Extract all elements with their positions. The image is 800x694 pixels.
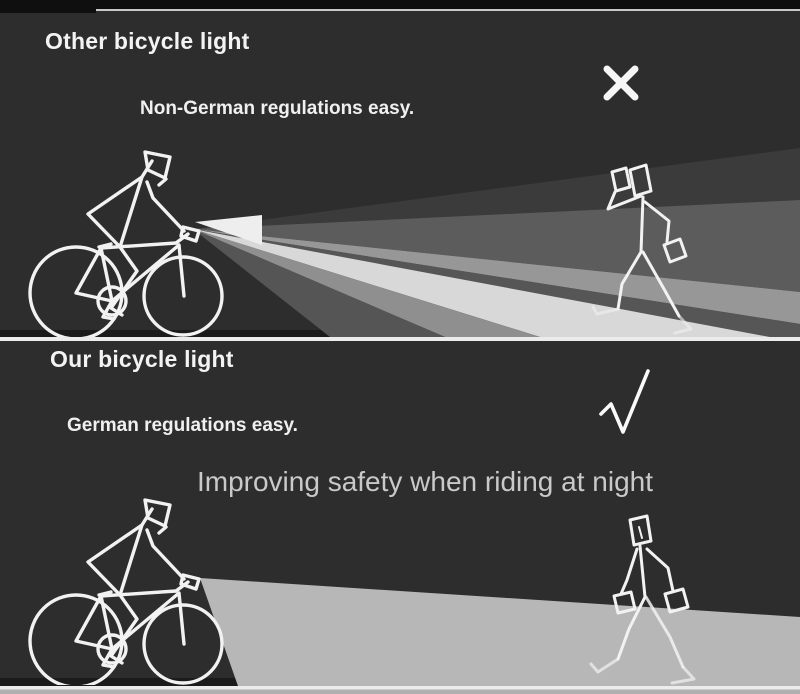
section-divider <box>0 337 800 341</box>
ground-line <box>0 686 800 690</box>
top-section-subtitle: Non-German regulations easy. <box>140 98 415 119</box>
pedestrian-walking-figure <box>589 514 696 685</box>
beam-wedge-dim <box>193 200 800 292</box>
beam-flash <box>195 215 262 245</box>
pedestrian-glare-figure <box>591 163 693 335</box>
cyclist-figure-bottom <box>28 498 224 685</box>
bottom-section-subtitle: German regulations easy. <box>67 415 298 436</box>
beam-wedge-dim2 <box>193 229 445 337</box>
bottom-section-title: Our bicycle light <box>50 346 234 372</box>
ground-light-strip <box>0 689 800 694</box>
top-section-title: Other bicycle light <box>45 28 250 54</box>
safety-caption: Improving safety when riding at night <box>196 466 654 497</box>
cutoff-beam <box>200 578 800 686</box>
x-mark-icon <box>603 65 639 101</box>
cyclist-figure-top <box>28 150 224 337</box>
beam-wedge-mid2 <box>193 229 540 337</box>
glare-beam-fan <box>0 148 800 341</box>
check-mark-icon <box>599 369 650 434</box>
road-beam <box>0 578 800 694</box>
beam-wedge-corner <box>193 229 800 337</box>
top-black-bar <box>0 0 800 11</box>
top-black-bar-corner <box>0 0 96 13</box>
beam-wedge-bright <box>193 229 770 337</box>
beam-wedge-faint <box>193 148 800 229</box>
